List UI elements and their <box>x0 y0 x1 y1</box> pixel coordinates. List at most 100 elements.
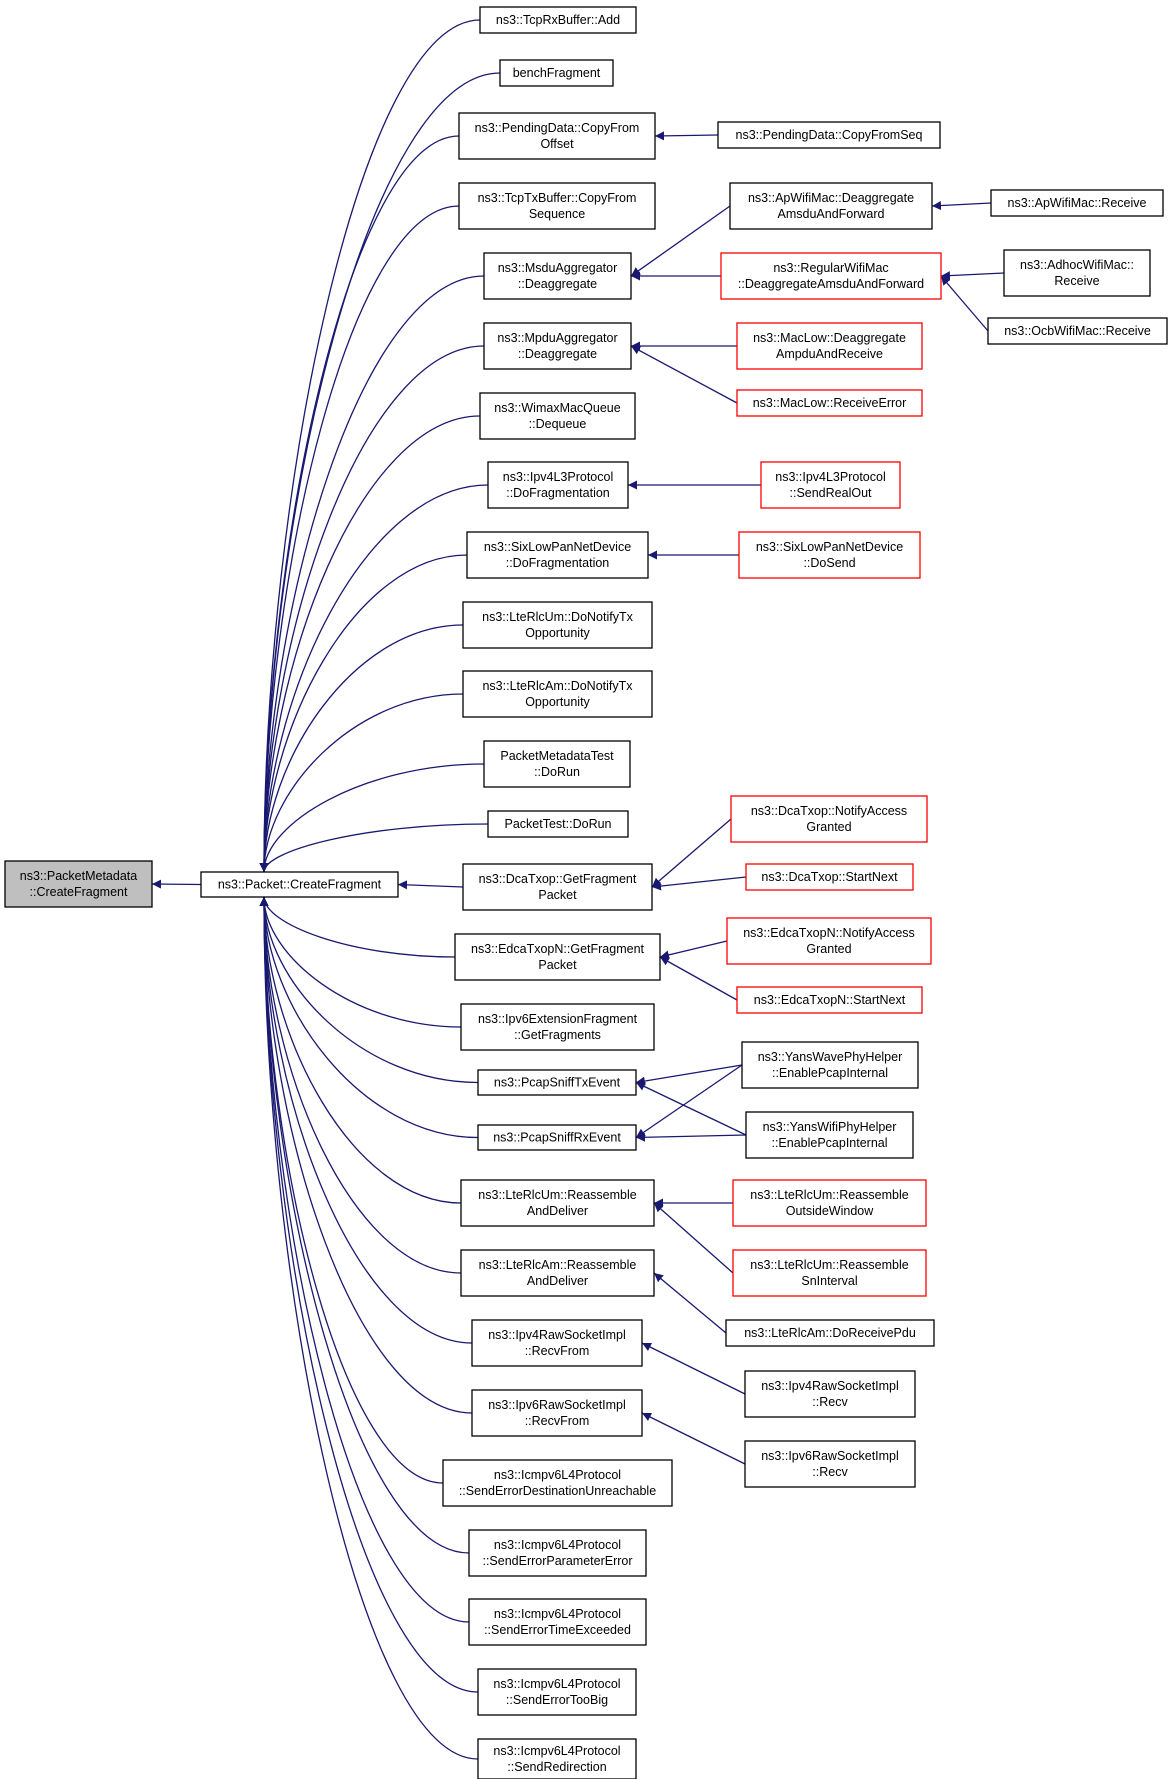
function-node-n22[interactable]: ns3::Ipv4RawSocketImpl::RecvFrom <box>471 1319 643 1367</box>
function-node-n23[interactable]: ns3::Ipv6RawSocketImpl::RecvFrom <box>471 1389 643 1437</box>
node-label: ns3::YansWifiPhyHelper <box>763 1120 897 1134</box>
function-node-n44[interactable]: ns3::LteRlcAm::DoReceivePdu <box>725 1319 935 1347</box>
function-node-n48[interactable]: ns3::AdhocWifiMac::Receive <box>1003 249 1151 297</box>
function-node-n10[interactable]: ns3::SixLowPanNetDevice::DoFragmentation <box>466 531 649 579</box>
function-node-n41[interactable]: ns3::YansWifiPhyHelper::EnablePcapIntern… <box>745 1111 914 1159</box>
function-node-n24[interactable]: ns3::Icmpv6L4Protocol::SendErrorDestinat… <box>442 1459 673 1507</box>
function-node-n29[interactable]: ns3::PendingData::CopyFromSeq <box>717 121 941 149</box>
function-node-n49[interactable]: ns3::OcbWifiMac::Receive <box>987 317 1168 345</box>
node-box <box>458 182 656 230</box>
function-node-n27[interactable]: ns3::Icmpv6L4Protocol::SendErrorTooBig <box>477 1668 637 1716</box>
call-edge-n1-to-n0 <box>151 879 202 889</box>
function-node-n37[interactable]: ns3::DcaTxop::StartNext <box>745 863 914 891</box>
function-node-n25[interactable]: ns3::Icmpv6L4Protocol::SendErrorParamete… <box>468 1529 647 1577</box>
node-label: ns3::Ipv4RawSocketImpl <box>761 1379 899 1393</box>
node-label: ns3::LteRlcAm::DoReceivePdu <box>744 1326 916 1340</box>
node-box <box>745 863 914 891</box>
function-node-n39[interactable]: ns3::EdcaTxopN::StartNext <box>736 986 923 1014</box>
node-label: ::DoFragmentation <box>506 556 610 570</box>
edge-layer <box>151 19 1005 1760</box>
node-label: ns3::Ipv4L3Protocol <box>503 470 614 484</box>
node-label: AndDeliver <box>527 1274 588 1288</box>
function-node-n47[interactable]: ns3::ApWifiMac::Receive <box>990 189 1164 217</box>
function-node-n46[interactable]: ns3::Ipv6RawSocketImpl::Recv <box>744 1440 916 1488</box>
function-node-n33[interactable]: ns3::MacLow::ReceiveError <box>736 389 923 417</box>
node-label: ns3::AdhocWifiMac:: <box>1020 258 1134 272</box>
call-edge-n23-to-n1 <box>259 896 473 1414</box>
node-label: ::Deaggregate <box>518 277 597 291</box>
call-edge-n6-to-n1 <box>259 275 485 873</box>
call-edge-n14-to-n1 <box>259 823 489 873</box>
function-node-n6[interactable]: ns3::MsduAggregator::Deaggregate <box>483 252 632 300</box>
node-box <box>477 1069 637 1096</box>
node-label: ns3::SixLowPanNetDevice <box>756 540 903 554</box>
node-label: Packet <box>538 958 577 972</box>
node-label: ::CreateFragment <box>30 885 128 899</box>
call-edge-n40-to-n19 <box>635 1064 743 1139</box>
function-node-n30[interactable]: ns3::ApWifiMac::DeaggregateAmsduAndForwa… <box>729 182 933 230</box>
call-edge-n47-to-n30 <box>931 201 992 211</box>
function-node-n9[interactable]: ns3::Ipv4L3Protocol::DoFragmentation <box>487 461 629 509</box>
function-node-n2[interactable]: ns3::TcpRxBuffer::Add <box>479 6 637 34</box>
node-label: ns3::MacLow::ReceiveError <box>753 396 907 410</box>
function-node-n8[interactable]: ns3::WimaxMacQueue::Dequeue <box>479 392 636 440</box>
call-edge-n48-to-n31 <box>940 271 1005 281</box>
function-node-n40[interactable]: ns3::YansWavePhyHelper::EnablePcapIntern… <box>741 1041 919 1089</box>
node-label: ns3::LteRlcAm::DoNotifyTx <box>482 679 633 693</box>
function-node-n35[interactable]: ns3::SixLowPanNetDevice::DoSend <box>738 531 921 579</box>
call-edge-n21-to-n1 <box>259 896 462 1274</box>
call-edge-n38-to-n16 <box>659 940 728 960</box>
function-node-n19[interactable]: ns3::PcapSniffRxEvent <box>477 1124 637 1151</box>
call-edge-n27-to-n1 <box>259 896 479 1693</box>
function-node-n18[interactable]: ns3::PcapSniffTxEvent <box>477 1069 637 1096</box>
node-box <box>460 1249 655 1297</box>
node-label: ns3::EdcaTxopN::NotifyAccess <box>743 926 915 940</box>
function-node-n45[interactable]: ns3::Ipv4RawSocketImpl::Recv <box>744 1370 916 1418</box>
function-node-n1[interactable]: ns3::Packet::CreateFragment <box>200 871 399 898</box>
function-node-n14[interactable]: PacketTest::DoRun <box>487 810 629 838</box>
node-label: ns3::PcapSniffTxEvent <box>494 1076 621 1090</box>
node-label: ns3::DcaTxop::GetFragment <box>479 872 637 886</box>
call-edge-n44-to-n21 <box>653 1272 727 1334</box>
function-node-n3[interactable]: benchFragment <box>499 59 614 87</box>
function-node-n0: ns3::PacketMetadata::CreateFragment <box>4 860 153 908</box>
node-box <box>717 121 941 149</box>
node-label: ns3::Ipv4L3Protocol <box>775 470 886 484</box>
call-edge-n36-to-n15 <box>651 818 732 888</box>
node-box <box>741 1041 919 1089</box>
node-label: ::RecvFrom <box>525 1414 590 1428</box>
function-node-n26[interactable]: ns3::Icmpv6L4Protocol::SendErrorTimeExce… <box>468 1598 647 1646</box>
function-node-n28[interactable]: ns3::Icmpv6L4Protocol::SendRedirection <box>477 1738 637 1779</box>
function-node-n31[interactable]: ns3::RegularWifiMac::DeaggregateAmsduAnd… <box>720 252 942 300</box>
call-edge-n22-to-n1 <box>259 896 473 1344</box>
node-label: ns3::Ipv6RawSocketImpl <box>488 1398 626 1412</box>
node-box <box>726 917 932 965</box>
call-edge-n17-to-n1 <box>259 896 462 1028</box>
node-box <box>442 1459 673 1507</box>
function-node-n17[interactable]: ns3::Ipv6ExtensionFragment::GetFragments <box>460 1003 655 1051</box>
call-edge-n26-to-n1 <box>259 896 470 1623</box>
function-node-n7[interactable]: ns3::MpduAggregator::Deaggregate <box>483 322 632 370</box>
node-label: Granted <box>806 820 851 834</box>
call-edge-n13-to-n1 <box>259 763 485 873</box>
node-label: ns3::LteRlcUm::Reassemble <box>750 1188 908 1202</box>
function-node-n34[interactable]: ns3::Ipv4L3Protocol::SendRealOut <box>760 461 901 509</box>
node-box <box>732 1249 927 1297</box>
call-edge-n29-to-n4 <box>654 131 719 141</box>
function-node-n13[interactable]: PacketMetadataTest::DoRun <box>483 740 631 788</box>
node-label: ::SendErrorParameterError <box>482 1554 632 1568</box>
